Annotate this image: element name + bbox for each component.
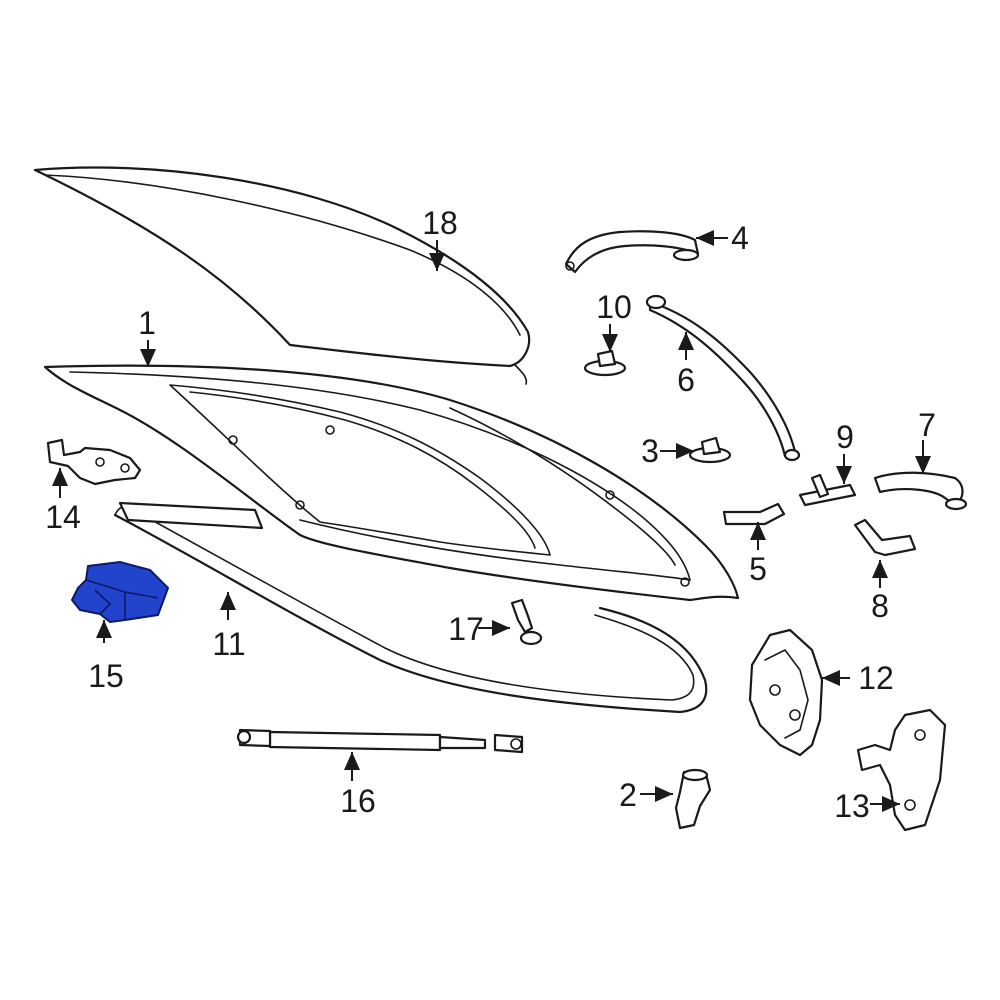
- callout-6: 6: [677, 362, 695, 398]
- part-1-lid-frame[interactable]: [43, 364, 740, 602]
- part-9-tee[interactable]: [798, 473, 857, 507]
- leader-lines: [52, 230, 931, 812]
- part-16-gas-strut[interactable]: [236, 728, 524, 754]
- callout-4: 4: [731, 220, 749, 256]
- callout-8: 8: [871, 588, 889, 624]
- callout-17: 17: [448, 611, 484, 647]
- part-17-bumper[interactable]: [510, 598, 543, 646]
- callout-18: 18: [422, 205, 458, 241]
- callout-15: 15: [88, 658, 124, 694]
- callout-14: 14: [45, 499, 81, 535]
- part-8-elbow[interactable]: [853, 518, 917, 557]
- callout-7: 7: [918, 407, 936, 443]
- callout-1: 1: [138, 305, 156, 341]
- callout-16: 16: [340, 783, 376, 819]
- callout-13: 13: [834, 788, 870, 824]
- part-5-elbow[interactable]: [722, 502, 786, 526]
- part-3-bumper[interactable]: [688, 436, 732, 464]
- callout-3: 3: [641, 433, 659, 469]
- part-15-latch-cover[interactable]: [71, 561, 169, 623]
- callout-11: 11: [212, 626, 245, 662]
- part-4-hose[interactable]: [564, 230, 700, 274]
- part-12-latch[interactable]: [748, 628, 824, 757]
- part-2-switch[interactable]: [674, 768, 712, 830]
- part-11-weatherstrip[interactable]: [113, 501, 708, 714]
- callout-2: 2: [619, 777, 637, 813]
- part-7-hose[interactable]: [873, 471, 968, 511]
- part-10-bumper[interactable]: [583, 349, 627, 377]
- part-18-outer-panel[interactable]: [33, 166, 531, 385]
- callout-5: 5: [749, 551, 767, 587]
- part-14-hinge-bracket[interactable]: [46, 438, 142, 486]
- part-13-striker[interactable]: [856, 708, 947, 832]
- callout-12: 12: [858, 660, 894, 696]
- callout-9: 9: [836, 419, 854, 455]
- callout-labels: 18 1 4 10 6 3 7 9 5 8 14 15 11 17 12 16 …: [45, 205, 936, 824]
- part-6-hose[interactable]: [645, 294, 801, 462]
- callout-10: 10: [596, 289, 632, 325]
